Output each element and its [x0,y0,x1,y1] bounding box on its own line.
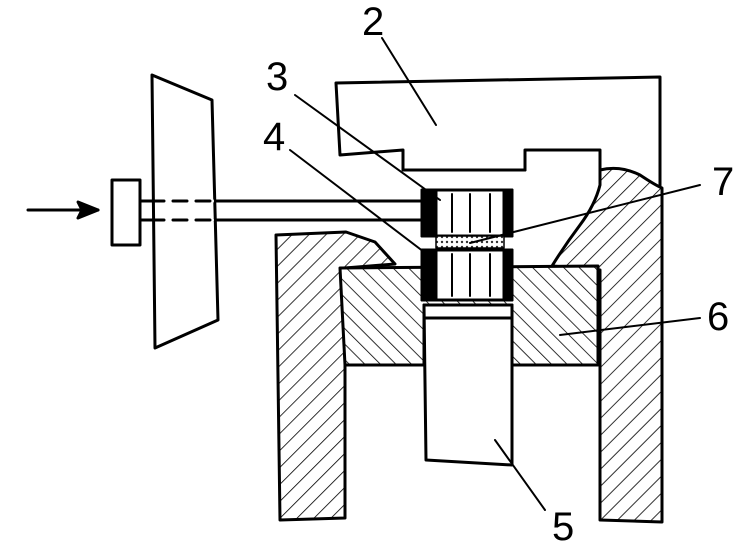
callout-7: 7 [712,160,734,204]
leader-7 [469,184,701,244]
callout-4: 4 [263,115,285,159]
leader-6 [559,317,701,336]
leader-2 [381,37,437,126]
callout-6: 6 [707,295,729,339]
lower-sleeve-left-wall [420,248,438,302]
callout-2: 2 [362,0,384,44]
leader-4 [289,149,429,256]
leader-5 [494,439,546,511]
lower-sleeve-right-wall [502,248,514,302]
lower-punch [422,303,514,467]
callout-3: 3 [266,55,288,99]
leader-3 [294,94,441,201]
shaft-knob [110,178,142,247]
upper-sleeve-left-wall [420,188,438,238]
upper-sleeve-right-wall [502,188,514,238]
callout-5: 5 [552,505,574,549]
wheel-disc [150,73,220,350]
input-arrow-head [76,200,100,220]
